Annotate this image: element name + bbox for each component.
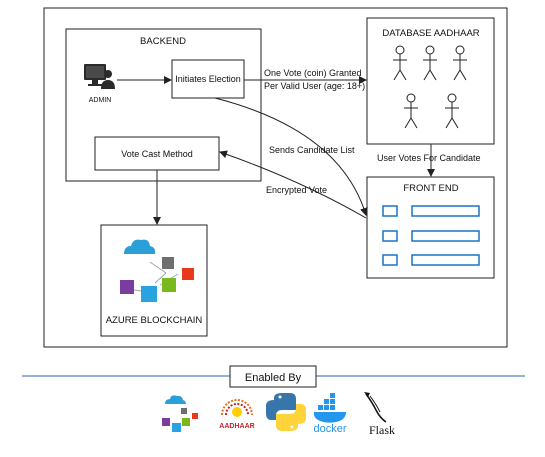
- diagram-frame: [43, 7, 508, 348]
- admin-label: ADMIN: [89, 97, 112, 104]
- user-figure-icon: [445, 93, 459, 129]
- initiates-election-label: Initiates Election: [175, 74, 241, 84]
- initiate-to-frontend-curve: [214, 97, 368, 216]
- flask-logo: Flask: [364, 392, 395, 437]
- edge-label-encrypted-vote: Encrypted Vote: [266, 185, 327, 195]
- backend-title: BACKEND: [140, 36, 186, 47]
- frontend-to-votecast-curve: [219, 150, 367, 219]
- edge-label-user-votes: User Votes For Candidate: [377, 153, 481, 163]
- user-figure-icon: [453, 45, 467, 81]
- user-figure-icon: [404, 93, 418, 129]
- admin-computer-icon: [84, 64, 115, 89]
- docker-logo: docker: [313, 393, 347, 435]
- vote-cast-method-label: Vote Cast Method: [121, 149, 193, 159]
- user-figure-icon: [423, 45, 437, 81]
- edge-label-sends-candidate-list: Sends Candidate List: [269, 145, 355, 155]
- front-end-box: [366, 176, 495, 279]
- azure-blockchain-box: [100, 224, 208, 337]
- user-figure-icon: [393, 45, 407, 81]
- flask-logo-text: Flask: [369, 423, 395, 437]
- azure-blockchain-icon: [162, 395, 198, 432]
- edge-label-one-vote-2: Per Valid User (age: 18+): [264, 81, 365, 91]
- azure-blockchain-label: AZURE BLOCKCHAIN: [106, 315, 203, 326]
- vote-cast-method-box: [94, 136, 220, 171]
- enabled-by-box: [229, 365, 317, 388]
- python-logo: [266, 393, 306, 431]
- candidate-list-icon: [382, 205, 480, 266]
- front-end-title: FRONT END: [403, 183, 458, 194]
- initiates-election-box: [171, 59, 245, 99]
- edge-label-one-vote: One Vote (coin) Granted: [264, 68, 362, 78]
- enabled-by-label: Enabled By: [245, 372, 302, 384]
- aadhaar-logo: AADHAAR: [219, 399, 255, 430]
- aadhaar-logo-text: AADHAAR: [219, 423, 254, 430]
- backend-box: [65, 28, 262, 182]
- azure-blockchain-icon: [120, 239, 194, 302]
- docker-logo-text: docker: [313, 423, 346, 435]
- database-aadhaar-title: DATABASE AADHAAR: [382, 28, 479, 39]
